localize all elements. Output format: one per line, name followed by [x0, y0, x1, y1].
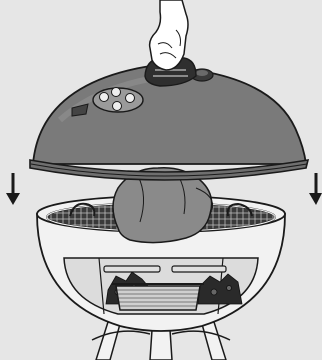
arrow-down-icon-left	[6, 173, 20, 205]
hand-icon	[150, 0, 188, 70]
arrow-down-icon-right	[309, 173, 322, 205]
drip-pan-icon	[112, 284, 204, 310]
